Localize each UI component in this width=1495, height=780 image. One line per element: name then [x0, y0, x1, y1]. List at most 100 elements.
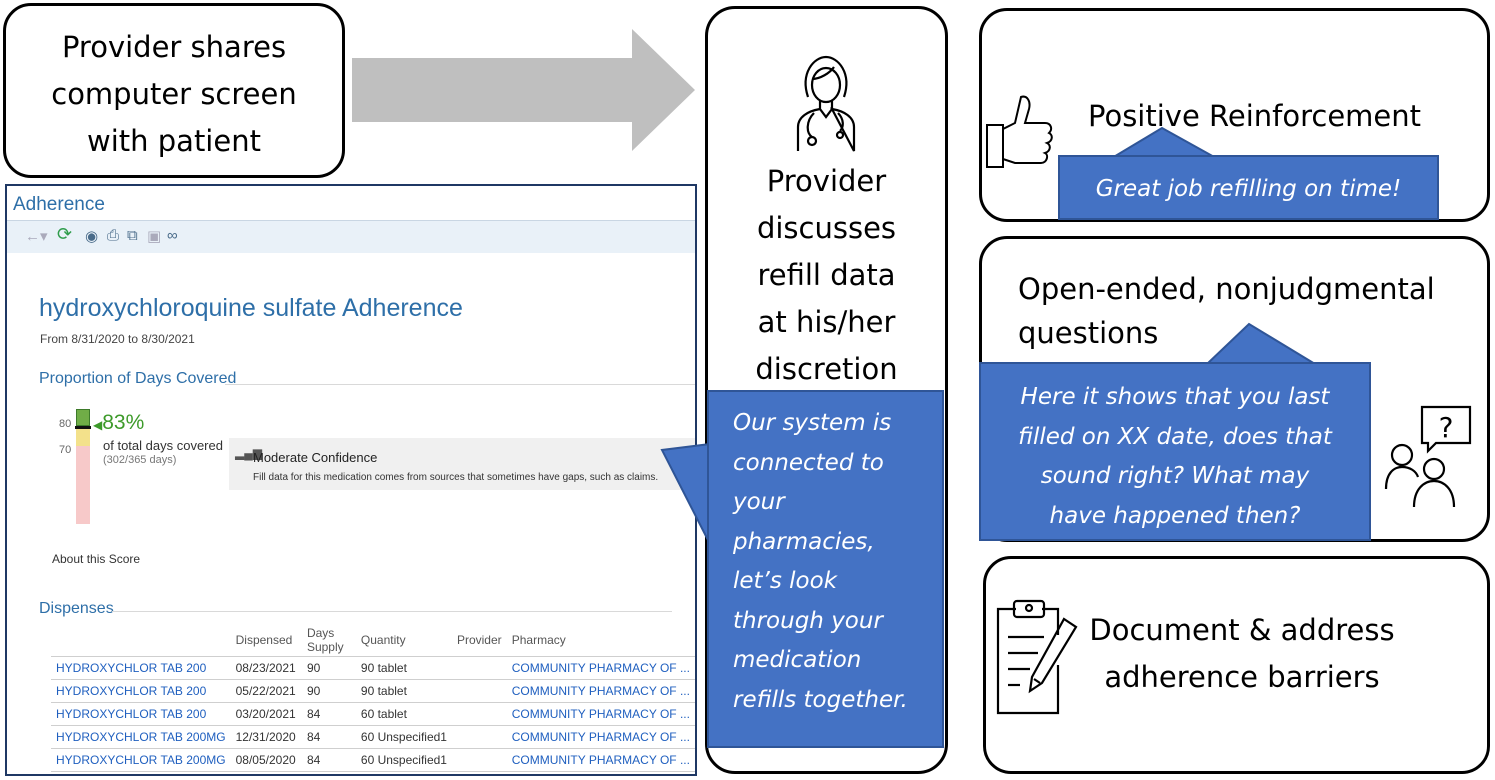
copy-icon[interactable]: ⧉ [127, 227, 138, 244]
open-ended-callout: Here it shows that you last filled on XX… [979, 362, 1371, 541]
document-heading: Document & address adherence barriers [1082, 607, 1402, 701]
link-icon[interactable]: ∞ [167, 227, 178, 244]
days-supply: 84 [301, 748, 356, 772]
step-share-screen-box: Provider shares computer screen with pat… [3, 3, 345, 178]
column-header[interactable]: Days Supply [301, 624, 356, 657]
callout-line: connected to [733, 449, 884, 476]
provider [451, 725, 507, 749]
table-row: HYDROXYCHLOR TAB 200MG 12/31/2020 84 60 … [51, 725, 695, 749]
callout-pointer-left [660, 442, 711, 545]
pdc-label: of total days covered [103, 438, 223, 453]
dispensed-date: 05/22/2021 [230, 679, 302, 703]
ehr-toolbar: ←▾ ⟳ ◉ ⎙ ⧉ ▣ ∞ [7, 220, 695, 253]
print-icon[interactable]: ⎙ [107, 227, 120, 244]
days-supply: 90 [301, 679, 356, 703]
document-heading-line: adherence barriers [1104, 660, 1380, 694]
system-callout: Our system is connected to your pharmaci… [707, 390, 944, 748]
ehr-window-title: Adherence [13, 194, 105, 215]
thumbs-up-icon [986, 95, 1053, 168]
callout-line: sound right? What may [1040, 463, 1310, 489]
about-score-link[interactable]: About this Score [52, 552, 141, 566]
medication-link[interactable]: HYDROXYCHLOR TAB 200MG [51, 748, 231, 772]
pharmacy-link[interactable]: COMMUNITY PHARMACY OF ... [506, 679, 695, 703]
quantity: 60 tablet [355, 702, 452, 726]
provider [451, 679, 507, 703]
confidence-text: Fill data for this medication comes from… [253, 472, 659, 483]
callout-line: have happened then? [1049, 502, 1301, 529]
dispensed-date: 03/20/2021 [230, 702, 302, 726]
binoculars-icon[interactable]: ◉ [85, 228, 99, 245]
dispensed-date: 08/05/2020 [230, 748, 302, 772]
pharmacy-link[interactable]: COMMUNITY PHARMACY OF ... [506, 748, 695, 772]
open-heading-line: Open-ended, nonjudgmental [1018, 272, 1435, 306]
callout-pointer-up [1205, 322, 1317, 365]
gauge-marker [75, 426, 91, 429]
callout-line: let’s look [733, 568, 838, 594]
provider [451, 748, 507, 772]
callout-line: refills together. [733, 686, 908, 713]
table-row: HYDROXYCHLOR TAB 200MG 08/05/2020 84 60 … [51, 748, 695, 772]
positive-callout-text: Great job refilling on time! [1095, 176, 1402, 202]
pdc-days: (302/365 days) [103, 454, 177, 466]
tick-70: 70 [59, 444, 72, 456]
drug-title: hydroxychloroquine sulfate Adherence [39, 294, 463, 322]
refresh-icon[interactable]: ⟳ [57, 224, 73, 244]
days-supply: 90 [301, 656, 356, 680]
open-ended-heading: Open-ended, nonjudgmental questions [1018, 267, 1435, 355]
document-barriers-box: Document & address adherence barriers [983, 556, 1490, 774]
image-icon[interactable]: ▣ [147, 228, 162, 245]
step2-line: discretion [755, 352, 898, 386]
callout-line: Here it shows that you last [1020, 384, 1330, 410]
column-header[interactable]: Quantity [355, 624, 452, 657]
column-header [51, 624, 231, 657]
step1-line: with patient [87, 124, 261, 158]
tick-80: 80 [59, 418, 72, 430]
open-heading-line: questions [1018, 316, 1159, 350]
gauge-yellow-zone [76, 429, 90, 446]
provider [451, 702, 507, 726]
days-supply: 84 [301, 702, 356, 726]
positive-callout: Great job refilling on time! [1058, 155, 1439, 220]
doctor-icon [796, 55, 856, 152]
dispenses-table: Dispensed Days Supply Quantity Provider … [51, 624, 695, 772]
pdc-value: ◀83% [93, 411, 144, 435]
back-icon[interactable]: ←▾ [25, 228, 48, 245]
step1-line: computer screen [51, 77, 297, 111]
column-header[interactable]: Dispensed [230, 624, 302, 657]
divider [112, 611, 672, 612]
pharmacy-link[interactable]: COMMUNITY PHARMACY OF ... [506, 702, 695, 726]
callout-line: medication [733, 647, 862, 673]
dispenses-heading: Dispenses [39, 600, 114, 617]
column-header[interactable]: Provider [451, 624, 507, 657]
confidence-title: Moderate Confidence [253, 450, 378, 465]
medication-link[interactable]: HYDROXYCHLOR TAB 200 [51, 702, 231, 726]
table-header-row: Dispensed Days Supply Quantity Provider … [51, 624, 695, 657]
quantity: 90 tablet [355, 656, 452, 680]
step2-line: refill data [757, 258, 896, 292]
column-header[interactable]: Pharmacy [506, 624, 695, 657]
gauge-red-zone [76, 446, 90, 524]
dispensed-date: 12/31/2020 [230, 725, 302, 749]
medication-link[interactable]: HYDROXYCHLOR TAB 200 [51, 656, 231, 680]
gauge-green-zone [76, 409, 90, 426]
medication-link[interactable]: HYDROXYCHLOR TAB 200 [51, 679, 231, 703]
callout-line: your [733, 489, 785, 515]
provider [451, 656, 507, 680]
callout-line: pharmacies, [733, 528, 875, 555]
table-row: HYDROXYCHLOR TAB 200 03/20/2021 84 60 ta… [51, 702, 695, 726]
document-heading-line: Document & address [1089, 613, 1395, 647]
step-discuss-text: Provider discusses refill data at his/he… [708, 158, 945, 393]
step2-line: discusses [756, 211, 897, 245]
quantity: 60 Unspecified1 [355, 725, 452, 749]
divider [225, 384, 695, 385]
pharmacy-link[interactable]: COMMUNITY PHARMACY OF ... [506, 656, 695, 680]
days-supply: 84 [301, 725, 356, 749]
medication-link[interactable]: HYDROXYCHLOR TAB 200MG [51, 725, 231, 749]
pointer-icon: ◀ [93, 418, 103, 432]
pharmacy-link[interactable]: COMMUNITY PHARMACY OF ... [506, 725, 695, 749]
positive-heading: Positive Reinforcement [1088, 99, 1422, 133]
confidence-panel: ▂▄▆ Moderate Confidence Fill data for th… [229, 438, 695, 490]
pdc-heading: Proportion of Days Covered [39, 370, 237, 387]
question-glyph: ? [1439, 411, 1454, 444]
step1-line: Provider shares [61, 30, 287, 64]
